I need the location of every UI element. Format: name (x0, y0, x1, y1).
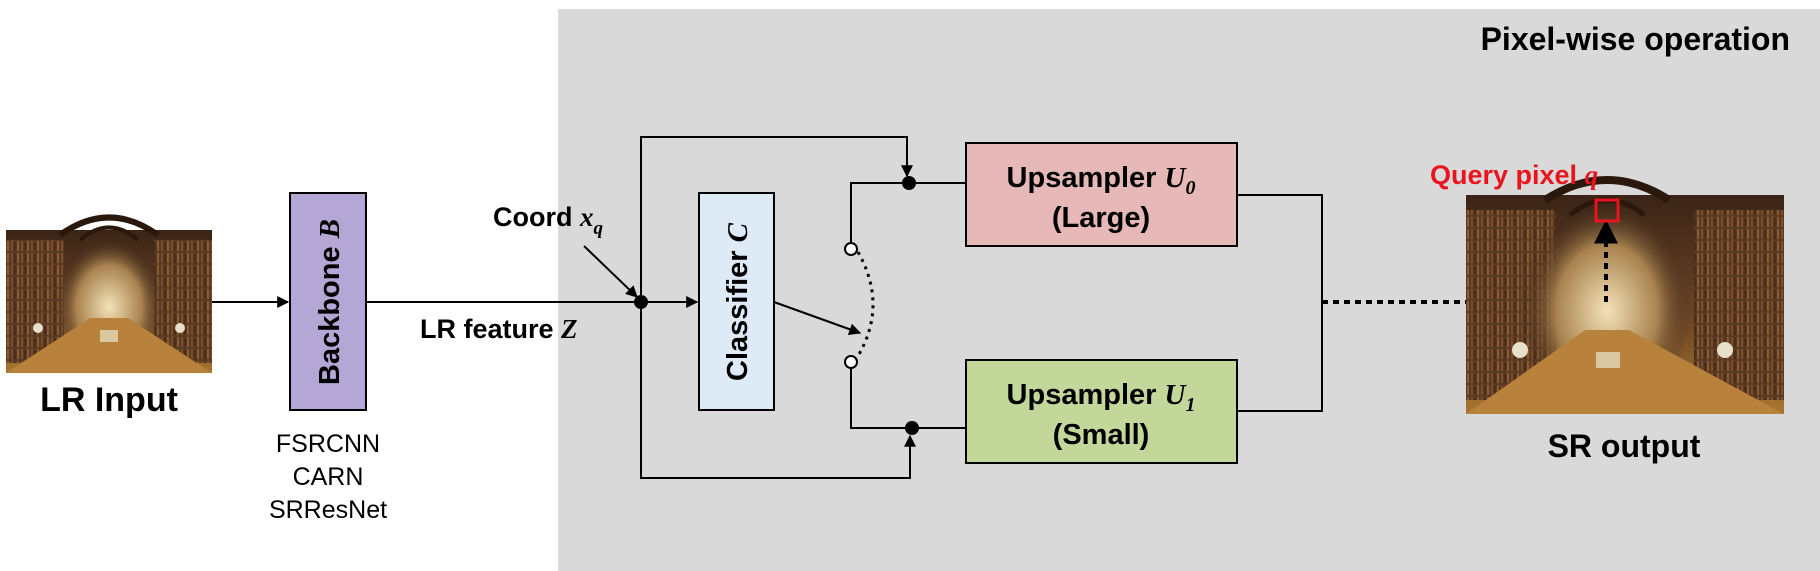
edge-bypass-bottom (640, 302, 916, 479)
switch-arc (856, 251, 875, 357)
upsampler-large-label: Upsampler U0 (1007, 162, 1196, 199)
edge-switch-bottom (850, 368, 912, 429)
upsampler-small-subscript: 1 (1185, 394, 1195, 416)
lr-input-label: LR Input (40, 381, 178, 419)
edge-switch-top (850, 182, 909, 243)
coord-label: Coord xq (493, 202, 604, 239)
upsampler-small-label: Upsampler U1 (1007, 379, 1196, 416)
coord-subscript: q (594, 218, 604, 239)
classifier-symbol: C (722, 222, 754, 242)
switch-contact-top (844, 242, 858, 256)
upsampler-small-symbol: U (1165, 379, 1188, 411)
feature-symbol: Z (560, 314, 578, 344)
feature-label: LR feature Z (420, 314, 578, 344)
coord-symbol: x (579, 202, 594, 232)
query-label: Query pixel q (1430, 160, 1598, 190)
upsampler-large-subscript: 0 (1185, 177, 1195, 199)
backbone-label-text: Backbone (314, 238, 346, 385)
backbone-label: Backbone B (314, 219, 346, 385)
backbone-symbol: B (314, 219, 346, 239)
upsampler-large-box (965, 142, 1238, 247)
edge-classifier-switch (773, 301, 862, 335)
sr-output-label: SR output (1548, 428, 1701, 464)
query-pixel-box (1594, 198, 1620, 223)
lr-input-image (6, 214, 212, 373)
edge-coord-junction (583, 245, 638, 298)
region-title: Pixel-wise operation (1481, 21, 1790, 57)
query-symbol: q (1585, 160, 1599, 190)
upsampler-small-size: (Small) (1053, 419, 1150, 451)
classifier-box (698, 192, 775, 411)
switch-contact-bottom (844, 355, 858, 369)
backbone-option: FSRCNN (276, 430, 380, 458)
backbone-option: SRResNet (269, 496, 387, 524)
upsampler-small-box (965, 359, 1238, 464)
upsampler-large-size: (Large) (1052, 202, 1150, 234)
sr-output-image (1466, 176, 1784, 414)
backbone-option: CARN (293, 463, 364, 491)
backbone-box (289, 192, 367, 411)
edge-bypass-top (640, 136, 913, 302)
classifier-label: Classifier C (722, 222, 754, 381)
upsampler-large-symbol: U (1165, 162, 1188, 194)
